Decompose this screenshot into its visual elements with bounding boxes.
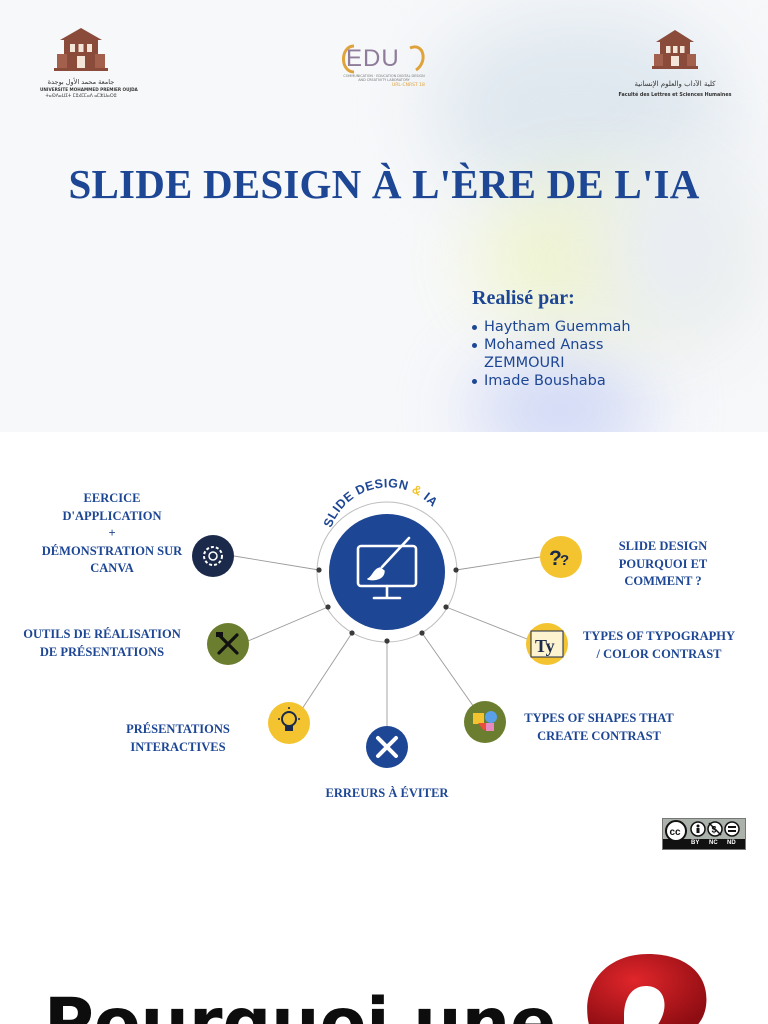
cc-label-nc: NC <box>709 840 718 846</box>
presentation-title: SLIDE DESIGN À L'ÈRE DE L'IA <box>68 161 700 207</box>
background-gradient <box>600 150 760 350</box>
university-seal-icon <box>54 28 108 71</box>
hub-circle <box>329 514 445 630</box>
background-gradient <box>470 360 650 432</box>
label-line: + <box>108 526 116 540</box>
university-logo: جامعة محمد الأول بوجدة UNIVERSITE MOHAMM… <box>40 28 138 102</box>
label-line: COMMENT ? <box>624 574 702 588</box>
label-line: CANVA <box>90 561 134 575</box>
svg-text:$: $ <box>712 825 717 835</box>
label-line: DE PRÉSENTATIONS <box>39 644 165 659</box>
red-question-mark-icon <box>587 954 707 1024</box>
authors-heading: Realisé par: <box>472 287 575 309</box>
faculty-arabic-text: كلية الآداب والعلوم الإنسانية <box>634 80 716 88</box>
connector-line <box>445 606 528 640</box>
connector-line <box>299 632 353 713</box>
tools-icon <box>207 623 249 665</box>
close-icon <box>366 726 408 768</box>
node-shapes-label: TYPES OF SHAPES THAT CREATE CONTRAST <box>512 710 686 745</box>
node-outils-label: OUTILS DE RÉALISATION DE PRÉSENTATIONS <box>12 626 192 661</box>
brain-gear-icon <box>192 535 234 577</box>
node-pourquoi-label: SLIDE DESIGN POURQUOI ET COMMENT ? <box>590 538 736 591</box>
author-item: Haytham Guemmah <box>470 318 654 336</box>
label-line: TYPES OF TYPOGRAPHY <box>582 629 736 643</box>
label-line: OUTILS DE RÉALISATION <box>23 627 181 641</box>
connector-line <box>233 555 320 571</box>
logo-tifinagh-text: ⵜⴰⵙⴷⴰⵡⵉⵜ ⵎⵓⵃⵎⵎⴰⴷ ⴰⵎⵣⵡⴰⵔⵓ <box>45 94 117 99</box>
label-line: SLIDE DESIGN <box>618 539 708 553</box>
logo-french-text: UNIVERSITE MOHAMMED PREMIER OUJDA <box>40 87 138 92</box>
label-line: D'APPLICATION <box>62 508 162 523</box>
lightbulb-icon <box>268 702 310 744</box>
svg-text:Ty: Ty <box>535 636 555 656</box>
node-typography-label: TYPES OF TYPOGRAPHY / COLOR CONTRAST <box>578 628 740 663</box>
lab-logo: EDU COMMUNICATION · EDUCATION DIGITAL DE… <box>336 40 432 96</box>
faculty-logo: كلية الآداب والعلوم الإنسانية Faculté de… <box>616 28 734 104</box>
logo-arabic-text: جامعة محمد الأول بوجدة <box>47 78 115 86</box>
node-erreurs-label: ERREURS À ÉVITER <box>306 785 468 803</box>
cc-license-badge[interactable]: cc $ BY NC ND <box>662 818 746 850</box>
typography-icon: Ty <box>526 623 568 665</box>
node-interactives-label: PRÉSENTATIONS INTERACTIVES <box>110 721 246 756</box>
svg-text:?: ? <box>560 552 569 569</box>
lab-brand-text: EDU <box>346 45 400 72</box>
edu-lab-logo-icon <box>342 44 425 74</box>
authors-list: Haytham Guemmah Mohamed Anass ZEMMOURI I… <box>470 318 654 390</box>
shapes-icon <box>464 701 506 743</box>
lab-tag-text: URL-CNRST 18 <box>392 83 425 88</box>
label-line: DÉMONSTRATION SUR <box>41 543 183 558</box>
title-slide: جامعة محمد الأول بوجدة UNIVERSITE MOHAMM… <box>0 0 768 432</box>
slide-title: Pourquoi une <box>44 984 557 1024</box>
cc-label-by: BY <box>691 840 700 846</box>
label-line: EERCICE <box>83 491 141 505</box>
label-line: CREATE CONTRAST <box>537 728 661 743</box>
author-item: Mohamed Anass ZEMMOURI <box>470 336 634 372</box>
label-line: PRÉSENTATIONS <box>126 722 230 736</box>
why-slide: Pourquoi une <box>0 864 768 1024</box>
faculty-french-text: Faculté des Lettres et Sciences Humaines <box>618 93 732 98</box>
svg-text:?: ? <box>549 547 562 570</box>
label-line: ERREURS À ÉVITER <box>325 786 449 800</box>
cc-label-nd: ND <box>727 840 736 846</box>
connector-line <box>247 606 329 642</box>
author-item: Imade Boushaba <box>470 372 654 390</box>
connector-line <box>421 632 477 711</box>
faculty-seal-icon <box>652 30 698 69</box>
mindmap-connectors: SLIDE DESIGN & IA <box>192 476 582 768</box>
connector-dots <box>316 567 459 644</box>
label-line: POURQUOI ET <box>618 556 708 571</box>
question-mark-icon: ? ? <box>540 536 582 578</box>
label-line: TYPES OF SHAPES THAT <box>524 711 674 725</box>
monitor-brush-icon <box>356 536 418 600</box>
creative-commons-icon: cc $ <box>663 819 745 842</box>
node-exercice-label: EERCICE D'APPLICATION + DÉMONSTRATION SU… <box>28 490 196 578</box>
svg-text:cc: cc <box>670 827 682 838</box>
label-line: / COLOR CONTRAST <box>596 646 722 661</box>
label-line: INTERACTIVES <box>130 739 226 754</box>
agenda-slide: SLIDE DESIGN & IA <box>0 432 768 864</box>
connector-line <box>455 556 541 571</box>
lab-subtitle-text: COMMUNICATION · EDUCATION DIGITAL DESIGN… <box>343 74 425 82</box>
